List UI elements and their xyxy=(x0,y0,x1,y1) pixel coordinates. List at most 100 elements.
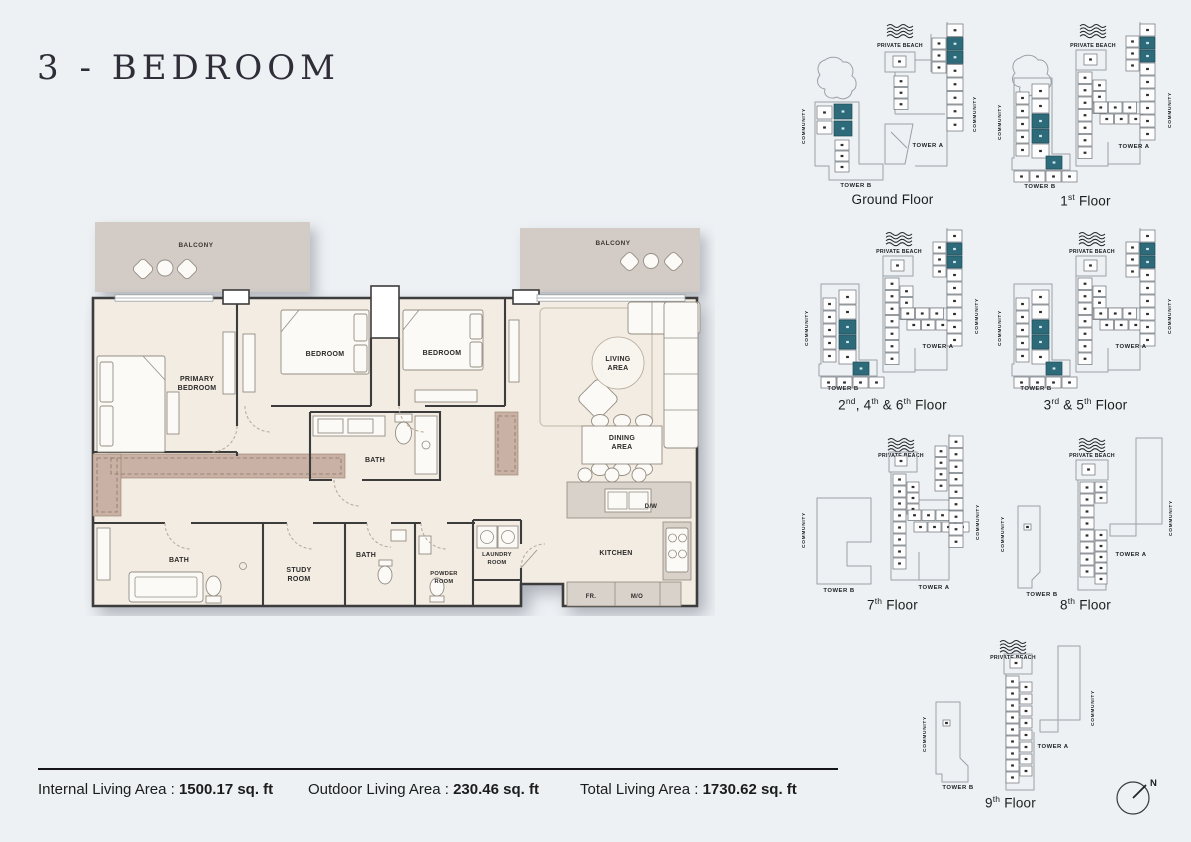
tower-footprint xyxy=(1075,276,1109,373)
bedroom2-label: BEDROOM xyxy=(423,350,462,357)
pillar xyxy=(512,289,540,305)
floor-label: 7th Floor xyxy=(867,596,918,613)
internal-living-area: Internal Living Area : 1500.17 sq. ft xyxy=(38,781,274,798)
entry-door xyxy=(520,549,538,569)
floor-label: 2nd, 4th & 6th Floor xyxy=(838,396,947,413)
waves-icon xyxy=(886,27,914,32)
waves-icon xyxy=(885,235,913,240)
closets xyxy=(92,411,519,517)
tower-footprint xyxy=(1075,49,1107,71)
total-living-area: Total Living Area : 1730.62 sq. ft xyxy=(580,781,797,798)
dishwasher-label: D/W xyxy=(645,504,658,510)
microwave-label: M/O xyxy=(631,594,643,600)
svg-text:N: N xyxy=(1150,778,1157,789)
waves-icon xyxy=(1079,27,1107,32)
waves-icon xyxy=(1078,232,1106,236)
primary-bedroom-label: PRIMARY xyxy=(180,376,214,383)
svg-text:ROOM: ROOM xyxy=(488,560,507,566)
svg-text:ROOM: ROOM xyxy=(435,579,454,585)
tower-footprint xyxy=(816,497,872,585)
waves-icon xyxy=(885,232,913,236)
community-label-right: COMMUNITY xyxy=(974,298,980,334)
tower-b-label: TOWER B xyxy=(823,588,854,594)
private-beach-label: PRIVATE BEACH xyxy=(1069,453,1115,459)
waves-icon xyxy=(999,640,1027,644)
floor-label: Ground Floor xyxy=(851,192,934,207)
waves-icon xyxy=(1079,34,1107,39)
community-label-right: COMMUNITY xyxy=(1168,500,1174,536)
bath-left-label: BATH xyxy=(169,557,189,564)
waves-icon xyxy=(1079,24,1107,28)
dining-area-label: DINING xyxy=(609,435,636,442)
room-labels: BALCONY BALCONY PRIMARY BEDROOM BEDROOM … xyxy=(169,240,657,600)
tower-footprint xyxy=(1003,653,1033,675)
svg-text:AREA: AREA xyxy=(607,365,628,372)
waves-icon xyxy=(1079,30,1107,35)
tower-a-label: TOWER A xyxy=(919,585,950,591)
bath-center-label: BATH xyxy=(365,457,385,464)
private-beach-label: PRIVATE BEACH xyxy=(1070,43,1116,49)
community-label-left: COMMUNITY xyxy=(804,310,810,346)
waves-icon xyxy=(1078,444,1106,449)
floor-label: 8th Floor xyxy=(1060,596,1111,613)
tower-footprint xyxy=(1109,437,1163,537)
tower-a-label: TOWER A xyxy=(1038,744,1069,750)
waves-icon xyxy=(887,444,915,449)
private-beach-label: PRIVATE BEACH xyxy=(877,43,923,49)
living-area-circle xyxy=(591,336,645,390)
waves-icon xyxy=(887,448,915,453)
tower-b-label: TOWER B xyxy=(1024,184,1055,190)
community-label-right: COMMUNITY xyxy=(972,96,978,132)
tower-b-label: TOWER B xyxy=(1020,386,1051,392)
waves-icon xyxy=(885,242,913,247)
waves-icon xyxy=(999,650,1027,655)
outdoor-living-area: Outdoor Living Area : 230.46 sq. ft xyxy=(308,781,539,798)
waves-icon xyxy=(886,34,914,39)
tower-b-label: TOWER B xyxy=(1026,592,1057,598)
community-label-left: COMMUNITY xyxy=(922,716,928,752)
private-beach-label: PRIVATE BEACH xyxy=(1069,249,1115,255)
community-label-right: COMMUNITY xyxy=(975,504,981,540)
tower-footprint xyxy=(884,51,916,73)
waves-icon xyxy=(1078,438,1106,442)
svg-text:AREA: AREA xyxy=(611,444,632,451)
fridge-label: FR. xyxy=(586,594,597,600)
floor-label: 3rd & 5th Floor xyxy=(1043,396,1128,413)
balcony-left-label: BALCONY xyxy=(178,242,213,249)
waves-icon xyxy=(999,643,1027,648)
tower-footprint xyxy=(884,123,914,165)
tower-footprint xyxy=(814,101,884,181)
waves-icon xyxy=(885,238,913,243)
tower-footprint xyxy=(1039,645,1081,733)
tower-b-label: TOWER B xyxy=(827,386,858,392)
community-label-right: COMMUNITY xyxy=(1167,298,1173,334)
furniture xyxy=(96,301,701,606)
tower-a-label: TOWER A xyxy=(923,344,954,350)
waves-icon xyxy=(887,438,915,442)
north-compass-icon: N xyxy=(1116,778,1157,815)
main-floor-plan: BALCONY BALCONY PRIMARY BEDROOM BEDROOM … xyxy=(91,222,701,608)
tower-footprint xyxy=(935,701,969,783)
tower-b-label: TOWER B xyxy=(942,785,973,791)
living-area-label: LIVING xyxy=(605,356,630,363)
tower-footprint xyxy=(817,56,857,100)
tower-a-label: TOWER A xyxy=(1116,552,1147,558)
waves-icon xyxy=(1078,448,1106,453)
community-label-right: COMMUNITY xyxy=(1167,92,1173,128)
waves-icon xyxy=(886,24,914,28)
tower-footprint xyxy=(1075,70,1109,167)
tower-footprint xyxy=(888,451,918,473)
community-label-left: COMMUNITY xyxy=(801,108,807,144)
svg-text:BEDROOM: BEDROOM xyxy=(178,385,217,392)
community-label-left: COMMUNITY xyxy=(997,310,1003,346)
windows xyxy=(114,294,686,302)
